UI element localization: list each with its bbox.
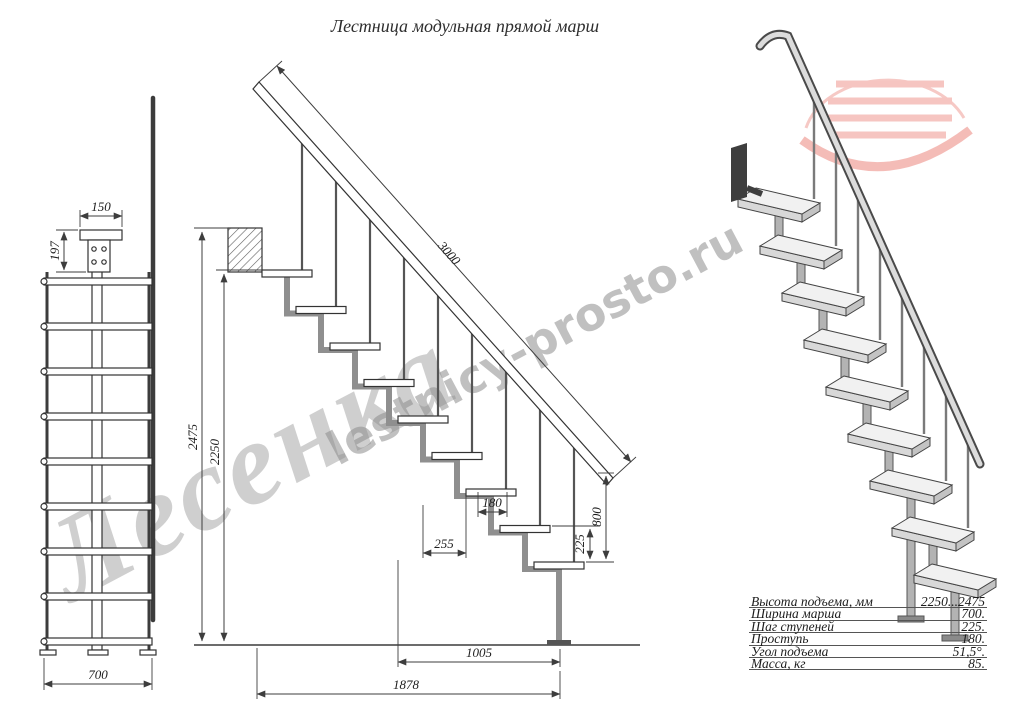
iso-foot	[897, 615, 925, 623]
dim-tread-depth: 180	[482, 495, 502, 510]
spec-value: 700.	[961, 606, 985, 622]
side-step	[431, 451, 483, 461]
front-step-connector	[40, 547, 48, 556]
iso-step	[780, 281, 866, 309]
front-step	[43, 367, 153, 376]
side-handrail	[252, 81, 614, 486]
front-foot	[39, 649, 57, 656]
iso-step	[824, 375, 910, 403]
front-step-connector	[40, 592, 48, 601]
dim-front-width: 700	[88, 667, 108, 682]
side-foot	[547, 640, 571, 645]
iso-balusters	[812, 98, 970, 528]
front-step	[43, 322, 153, 331]
spec-value: 85.	[968, 655, 985, 671]
dim-front-bracket-height: 197	[47, 241, 62, 261]
front-step	[43, 592, 153, 601]
spec-row: Шаг ступеней 225.	[749, 618, 987, 634]
front-step-connector	[40, 412, 48, 421]
front-step	[43, 547, 153, 556]
front-view: 150 197 700	[39, 95, 157, 690]
front-foot	[87, 649, 109, 656]
brand-logo-icon	[799, 78, 973, 172]
dim-module-length: 255	[434, 536, 454, 551]
front-step-connector	[40, 367, 48, 376]
dim-height-total: 2475	[185, 424, 200, 451]
front-wall-bracket	[87, 239, 111, 273]
spec-value: 225.	[961, 618, 985, 634]
spec-row: Высота подъема, мм 2250...2475	[749, 594, 987, 609]
front-step-connector	[40, 322, 48, 331]
iso-bracket-arm	[745, 185, 764, 197]
dim-rail-length: 3000	[434, 238, 464, 268]
front-steps	[40, 277, 153, 646]
dim-base-span: 1005	[466, 645, 493, 660]
front-step	[43, 457, 153, 466]
bolt-icon	[101, 259, 107, 265]
side-step	[363, 378, 415, 388]
spec-label: Шаг ступеней	[751, 618, 835, 634]
front-step	[43, 412, 153, 421]
spec-value: 2250...2475	[920, 594, 985, 609]
spec-row: Масса, кг 85.	[749, 655, 987, 671]
side-step	[261, 269, 313, 278]
iso-foot	[941, 634, 969, 642]
iso-view	[731, 29, 998, 642]
spec-row: Ширина марша 700.	[749, 606, 987, 622]
side-step	[499, 524, 551, 534]
iso-treads	[736, 187, 998, 599]
front-step	[43, 277, 153, 286]
front-step	[43, 502, 153, 511]
iso-step	[912, 563, 998, 591]
side-wall-mount	[227, 227, 263, 273]
iso-step	[846, 422, 932, 450]
dim-total-span: 1878	[393, 677, 420, 692]
bolt-icon	[91, 259, 97, 265]
side-step	[465, 488, 517, 497]
spec-label: Ширина марша	[751, 606, 842, 622]
front-step-connector	[40, 277, 48, 286]
side-step	[533, 561, 585, 570]
iso-step	[890, 516, 976, 544]
spec-value: 51,5°.	[952, 643, 985, 659]
spec-label: Проступь	[751, 631, 809, 647]
side-step	[397, 415, 449, 424]
side-view: 2475 2250 3000 180 255 800 225	[185, 60, 640, 699]
spec-label: Высота подъема, мм	[751, 594, 873, 609]
iso-step	[802, 328, 888, 356]
front-step-connector	[40, 502, 48, 511]
dim-rail-height: 800	[589, 507, 604, 527]
spec-label: Угол подъема	[751, 643, 829, 659]
spec-row: Проступь 180.	[749, 631, 987, 647]
iso-handrail-highlight	[757, 31, 983, 467]
front-top-plate	[79, 229, 123, 241]
side-step	[329, 342, 381, 351]
spec-row: Угол подъема 51,5°.	[749, 643, 987, 659]
front-foot	[139, 649, 157, 656]
bolt-icon	[101, 246, 107, 252]
dim-height-floor: 2250	[207, 439, 222, 466]
side-step	[295, 305, 347, 315]
front-step	[43, 637, 153, 646]
bolt-icon	[91, 246, 97, 252]
page-title: Лестница модульная прямой марш	[330, 16, 600, 36]
side-steps	[261, 137, 585, 641]
iso-step	[758, 234, 844, 262]
side-stringer	[284, 277, 562, 641]
iso-step	[868, 469, 954, 497]
iso-wall-bracket	[731, 143, 747, 202]
front-step-connector	[40, 637, 48, 646]
spec-value: 180.	[961, 631, 985, 647]
dim-front-top-width: 150	[91, 199, 111, 214]
specs-table: Высота подъема, мм 2250...2475 Ширина ма…	[749, 594, 987, 671]
front-column	[91, 239, 103, 651]
front-step-connector	[40, 457, 48, 466]
dim-step-rise: 225	[572, 534, 587, 554]
spec-label: Масса, кг	[751, 655, 806, 671]
